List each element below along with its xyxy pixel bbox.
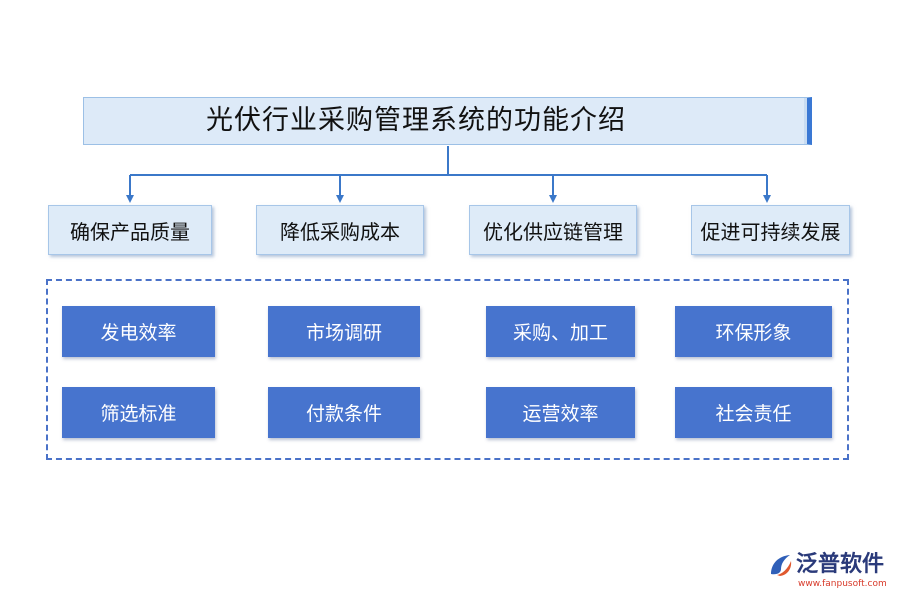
- diagram-title: 光伏行业采购管理系统的功能介绍: [206, 105, 626, 136]
- category-reduce-cost: 降低采购成本: [256, 205, 424, 255]
- logo-url: www.fanpusoft.com: [798, 579, 887, 589]
- tile-procurement-processing: 采购、加工: [486, 306, 635, 357]
- tile-operating-efficiency: 运营效率: [486, 387, 635, 438]
- tile-power-efficiency: 发电效率: [62, 306, 215, 357]
- tile-screening-criteria: 筛选标准: [62, 387, 215, 438]
- tile-social-responsibility: 社会责任: [675, 387, 832, 438]
- category-ensure-quality: 确保产品质量: [48, 205, 212, 255]
- category-sustainable-development: 促进可持续发展: [691, 205, 850, 255]
- category-optimize-supply-chain: 优化供应链管理: [469, 205, 637, 255]
- tile-market-research: 市场调研: [268, 306, 420, 357]
- details-frame: [46, 279, 849, 460]
- diagram-title-box: 光伏行业采购管理系统的功能介绍: [83, 97, 812, 145]
- fanpu-logo-icon: [771, 555, 792, 576]
- logo-name: 泛普软件: [796, 552, 885, 577]
- tile-payment-terms: 付款条件: [268, 387, 420, 438]
- fanpu-logo: 泛普软件 www.fanpusoft.com: [768, 550, 894, 592]
- tile-environmental-image: 环保形象: [675, 306, 832, 357]
